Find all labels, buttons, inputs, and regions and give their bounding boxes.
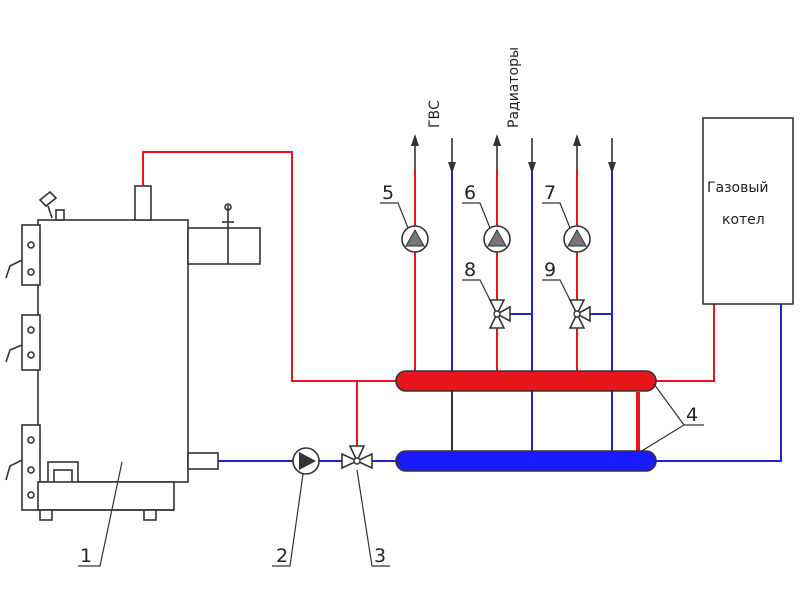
callout-4: 4 — [686, 404, 698, 426]
solid-fuel-boiler — [5, 185, 261, 521]
callout-5: 5 — [382, 182, 394, 204]
callout-8: 8 — [464, 259, 476, 281]
circulation-pump-7 — [563, 225, 591, 253]
callout-3: 3 — [374, 545, 386, 567]
three-way-valve-9 — [568, 299, 591, 329]
circulation-pump-2 — [292, 447, 320, 475]
label-radiators: Радиаторы — [506, 47, 522, 128]
callout-6: 6 — [464, 182, 476, 204]
callout-9: 9 — [544, 259, 556, 281]
callout-1: 1 — [80, 545, 92, 567]
three-way-valve-8 — [488, 299, 511, 329]
gas-boiler-label-line1: Газовый — [707, 180, 769, 196]
label-gvs: ГВС — [427, 100, 443, 128]
supply-pipes — [142, 151, 715, 452]
callout-7: 7 — [544, 182, 556, 204]
three-way-valve-3 — [341, 445, 373, 470]
callout-leaders — [78, 202, 704, 567]
callout-2: 2 — [276, 545, 288, 567]
gas-boiler-label-line2: котел — [722, 212, 765, 228]
circulation-pump-5 — [401, 225, 429, 253]
flow-arrows — [411, 134, 616, 174]
circulation-pump-6 — [483, 225, 511, 253]
gas-boiler: Газовый котел — [702, 117, 794, 305]
hydraulic-manifold — [395, 370, 657, 472]
